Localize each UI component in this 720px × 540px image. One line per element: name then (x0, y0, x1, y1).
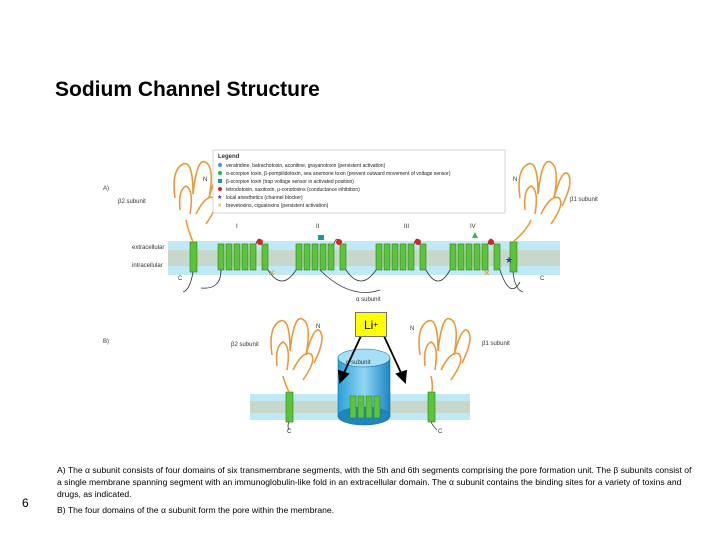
beta1-label-a: β1 subunit (570, 197, 598, 203)
legend-item-6: brevetoxins, ciguatoxins (persistent act… (226, 203, 329, 209)
beta-fold-left-b (270, 317, 323, 393)
domain-1-label: I (236, 224, 238, 230)
beta-fold-right-b (418, 317, 471, 393)
beta-fold-right-a (512, 160, 571, 243)
legend-item-3: β-scorpion toxin (trap voltage sensor in… (226, 179, 354, 185)
legend-box (212, 149, 506, 214)
beta1-label-b: β1 subunit (482, 341, 510, 347)
beta2-label-a: β2 subunit (118, 199, 146, 205)
ion-arrows (337, 335, 408, 384)
n-terminus-right-b: N (410, 326, 414, 332)
alpha-label-b: α subunit (346, 360, 371, 366)
lithium-ion-label: Li+ (355, 312, 387, 337)
ion-symbol: Li (363, 317, 374, 332)
svg-text:★: ★ (505, 255, 513, 265)
legend-item-4: tetrodotoxin, saxitoxin, μ-conotoxins (c… (226, 187, 360, 193)
caption-b: B) The four domains of the α subunit for… (57, 505, 335, 515)
beta1-tail-b (430, 421, 438, 431)
legend-swatches: ★ ✕ (217, 163, 222, 209)
n-terminus-right-a: N (513, 177, 517, 183)
slide-number: 6 (22, 496, 29, 510)
legend-item-2: α-scorpion toxin, β-pompilidotoxin, sea … (226, 171, 451, 177)
beta2-label-b: β2 subunit (231, 342, 259, 348)
n-terminus-left-a: N (203, 177, 207, 183)
domain-3-label: III (404, 224, 409, 230)
beta1-segment-b (427, 391, 436, 423)
legend-title: Legend (218, 154, 240, 160)
svg-text:✕: ✕ (268, 268, 276, 278)
toxin-markers-a: ✕ ✕ ★ (257, 232, 513, 278)
extracellular-label: extracellular (132, 245, 164, 251)
c-terminus-right-b: C (438, 429, 443, 435)
svg-text:★: ★ (217, 194, 222, 201)
legend-item-1: veratridine, batrachotoxin, aconitine, g… (226, 163, 386, 169)
page-title: Sodium Channel Structure (55, 78, 320, 101)
c-terminus-right-a: C (540, 276, 545, 282)
domain-2-label: II (316, 224, 320, 230)
figure-caption: A) The α subunit consists of four domain… (57, 464, 692, 516)
caption-a: A) The α subunit consists of four domain… (57, 465, 692, 499)
intracellular-label: intracellular (132, 263, 163, 269)
panel-a-label: A) (103, 186, 109, 192)
svg-text:✕: ✕ (217, 203, 222, 209)
alpha-loops-a (182, 238, 524, 293)
domain-4-label: IV (470, 224, 476, 230)
n-terminus-left-b: N (316, 324, 320, 330)
panel-b-label: B) (103, 339, 109, 345)
c-terminus-left-b: C (287, 429, 292, 435)
svg-text:✕: ✕ (483, 268, 491, 278)
alpha-label-a: α subunit (356, 297, 381, 303)
beta2-tail-b (287, 421, 290, 431)
ion-charge: + (373, 320, 378, 329)
c-terminus-left-a: C (178, 276, 183, 282)
alpha-segments-a (189, 241, 518, 273)
beta2-segment-b (285, 391, 294, 423)
legend-item-5: local anesthetics (channel blocker) (226, 195, 303, 201)
